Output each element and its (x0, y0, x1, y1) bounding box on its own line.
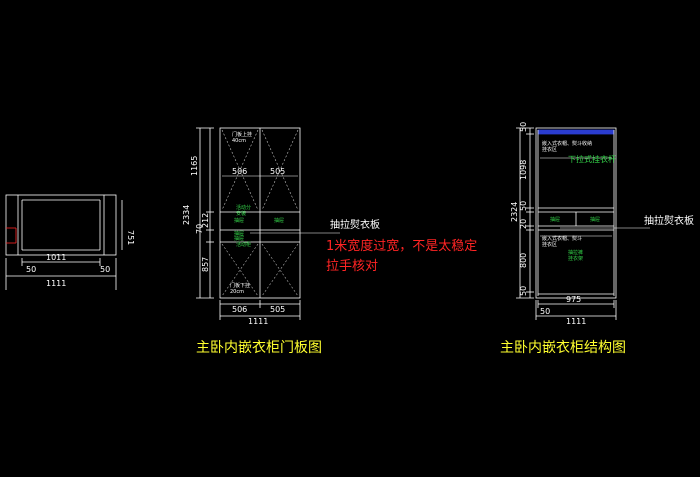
door-label-top2: 40cm (232, 138, 246, 144)
plan-dim-inner: 1011 (46, 253, 66, 262)
door-label-fold2: 抽屉 (234, 235, 244, 242)
struct-dim-total: 2324 (510, 202, 519, 222)
struct-upper-note1: 嵌入式衣帽、熨斗收纳 (542, 140, 592, 147)
door-dim-bottom-right: 505 (270, 305, 285, 314)
structure-title: 主卧内嵌衣柜结构图 (500, 340, 626, 356)
struct-lower-note2: 挂衣区 (542, 241, 557, 248)
struct-drawer-right: 抽屉 (590, 216, 600, 223)
struct-dim-inner: 975 (566, 295, 581, 304)
struct-dim-bottom: 50 (519, 286, 528, 296)
struct-leader-label: 抽拉熨衣板 (644, 214, 694, 227)
struct-upper-note2: 挂衣区 (542, 146, 557, 153)
door-dim-bottom-left: 506 (232, 305, 247, 314)
struct-dim-mid3: 20 (519, 219, 528, 229)
note-line-2: 拉手核对 (326, 259, 378, 274)
door-dim-top: 1165 (190, 156, 199, 176)
plan-outline (5, 194, 117, 256)
plan-dim-outer: 1111 (46, 279, 66, 288)
struct-rod-label: 下拉式挂衣杆 (568, 154, 616, 164)
door-label-drawer1: 抽屉 (234, 217, 244, 224)
door-dim-middle: 212 (201, 213, 210, 228)
door-dim-bottom-total: 1111 (248, 317, 268, 326)
struct-dim-lower: 800 (519, 253, 528, 268)
struct-dim-side: 50 (540, 307, 550, 316)
door-dim-top-right: 505 (270, 167, 285, 176)
plan-dim-depth: 751 (126, 230, 135, 245)
door-title: 主卧内嵌衣柜门板图 (196, 340, 322, 356)
plan-dim-right: 50 (100, 265, 110, 274)
struct-lower-note3: 抽拉裤 (568, 249, 583, 256)
struct-drawer-left: 抽屉 (550, 216, 560, 223)
struct-dim-mid1: 50 (519, 201, 528, 211)
top-header-band (537, 129, 615, 135)
door-label-fold: 抽屉 (234, 230, 244, 237)
door-label-fold5: 活动柜 (236, 241, 251, 248)
door-dim-bottom: 857 (201, 257, 210, 272)
door-elevation (196, 127, 340, 320)
door-label-bottom: 门板下挂 (230, 282, 250, 289)
door-dim-middle2: 70 (195, 224, 204, 234)
struct-dim-top: 50 (519, 122, 528, 132)
struct-lower-note4: 挂衣架 (568, 255, 583, 262)
door-dim-total: 2334 (182, 205, 191, 225)
plan-view (5, 194, 123, 290)
plan-dim-side: 50 (26, 265, 36, 274)
struct-lower-note1: 嵌入式衣帽、熨斗 (542, 235, 582, 242)
door-label-fold4: 安装 (236, 210, 246, 217)
note-line-1: 1米宽度过宽，不是太稳定 (326, 238, 477, 254)
door-label-drawer2: 抽屉 (274, 217, 284, 224)
struct-dim-upper: 1098 (519, 160, 528, 180)
door-label-fold3: 活动分 (236, 204, 251, 211)
structure-elevation (516, 127, 650, 320)
door-label-bottom2: 20cm (230, 289, 244, 295)
door-label-top: 门板上挂 (232, 131, 252, 138)
door-dim-top-left: 506 (232, 167, 247, 176)
structure-outline (535, 127, 617, 299)
struct-dim-total-bottom: 1111 (566, 317, 586, 326)
door-leader-label: 抽拉熨衣板 (330, 218, 380, 231)
